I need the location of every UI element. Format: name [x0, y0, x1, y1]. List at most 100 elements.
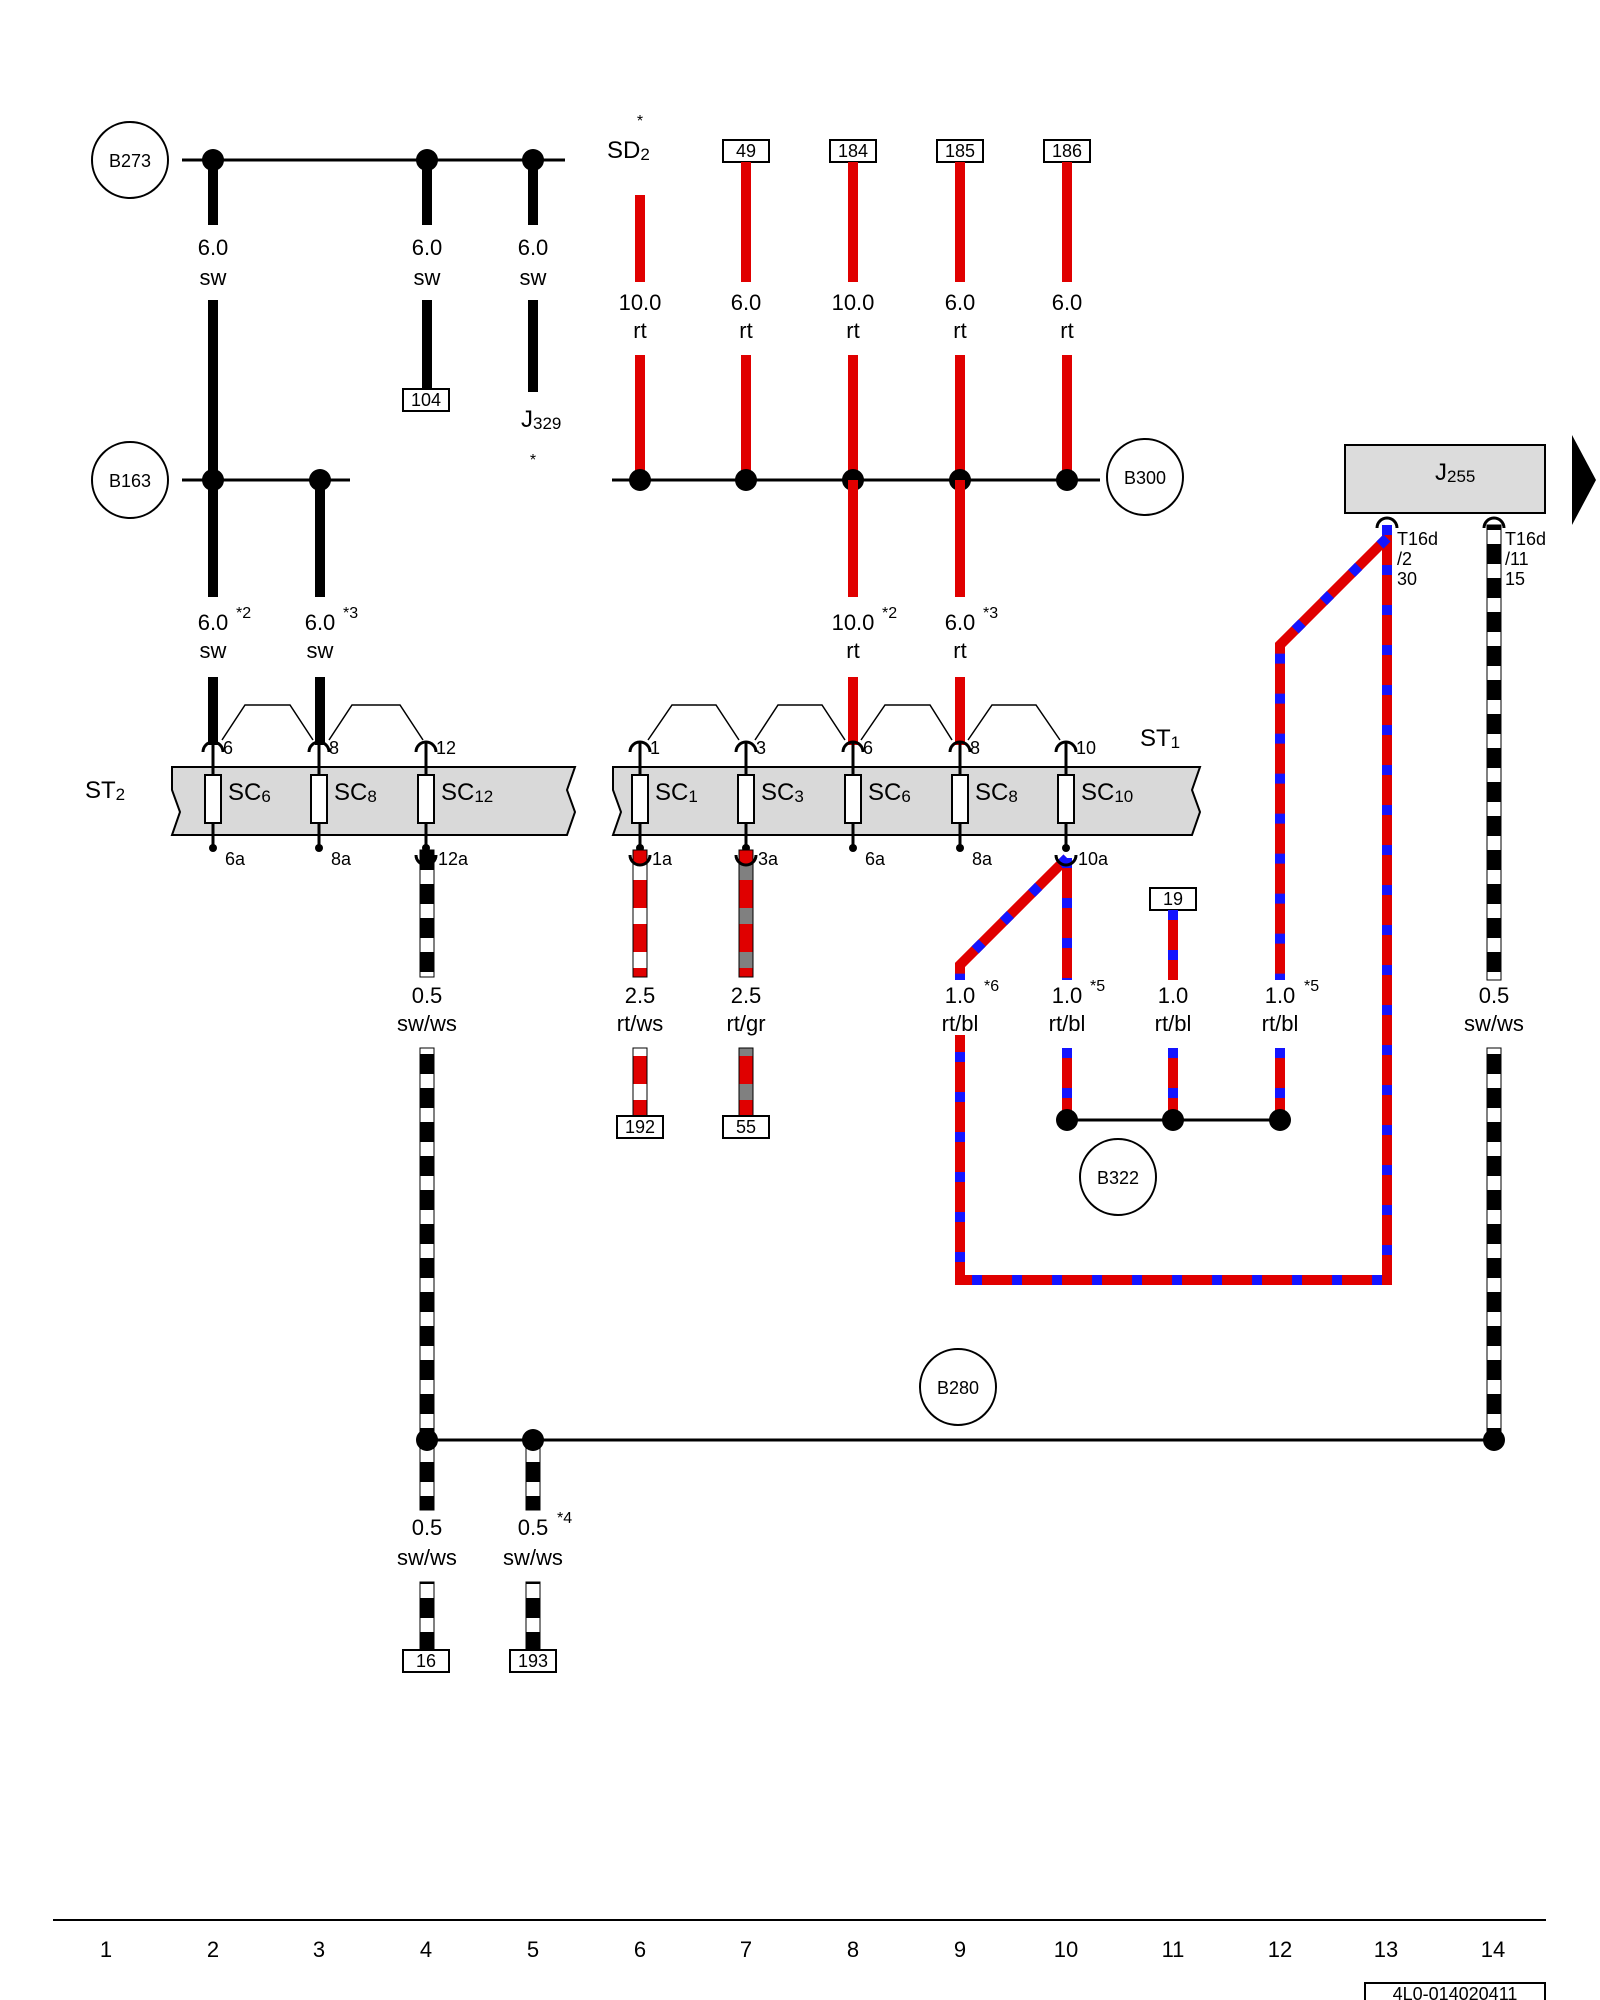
j255-label: J255 — [1435, 459, 1475, 486]
wire-w12-size: 6.0 — [945, 610, 976, 635]
b300-node-5 — [1056, 469, 1078, 491]
ref-box-55 — [722, 1115, 770, 1139]
wire-swws-col14-a — [1486, 524, 1502, 981]
wire-w21-color: sw/ws — [397, 1545, 457, 1570]
b273-node-2 — [416, 149, 438, 171]
wire-w22-size: 0.5 — [518, 1515, 549, 1540]
b300-node-2 — [735, 469, 757, 491]
fuse-label-main: SC — [334, 779, 367, 806]
fuse-terminal-bottom: 6a — [225, 849, 246, 869]
fuse-terminal-bottom: 12a — [438, 849, 469, 869]
fuse-symbol — [844, 774, 862, 824]
fuse-symbol — [204, 774, 222, 824]
ref-box-186-label: 186 — [1052, 141, 1082, 161]
j329-star: * — [530, 452, 536, 469]
fuse-label-main: SC — [1081, 779, 1114, 806]
wire-w18-color: rt/bl — [1155, 1011, 1192, 1036]
fuse-terminal-bottom: 6a — [865, 849, 886, 869]
wire-w9-size: 6.0 — [198, 610, 229, 635]
wire-w19-size: 1.0 — [1265, 983, 1296, 1008]
ref-box-16 — [402, 1649, 450, 1673]
wire-w11-size: 10.0 — [832, 610, 875, 635]
st2-bridges — [221, 704, 424, 741]
fuse-symbol — [951, 774, 969, 824]
wire-w11-note: *2 — [882, 605, 897, 622]
st1-label: ST1 — [1140, 725, 1180, 752]
fuse-label: SC8 — [334, 779, 377, 806]
fuse-terminal-top: 6 — [223, 738, 233, 758]
wire-w9-note: *2 — [236, 605, 251, 622]
t16d-b-line1: T16d — [1505, 529, 1546, 549]
fuse-label-sub: 10 — [1114, 787, 1133, 806]
reference-code-box — [1364, 1982, 1546, 2000]
wire-rtbl-col12 — [1275, 534, 1391, 980]
wire-w5-size: 6.0 — [731, 290, 762, 315]
column-number: 9 — [954, 1937, 966, 1962]
fuse-label-sub: 8 — [367, 787, 376, 806]
wire-w2-size: 6.0 — [412, 235, 443, 260]
fuse-label-sub: 6 — [901, 787, 910, 806]
ref-box-104 — [402, 388, 450, 412]
fuse-bottom-node — [1062, 844, 1070, 852]
wire-rtgr-col7-b — [738, 1047, 754, 1117]
t16d-a-line1: T16d — [1397, 529, 1438, 549]
wire-rtbl-col13 — [955, 525, 1392, 1285]
j255-pin-15-icon — [1482, 516, 1506, 529]
ref-box-49-label: 49 — [736, 141, 756, 161]
column-number: 2 — [207, 1937, 219, 1962]
column-number: 10 — [1054, 1937, 1078, 1962]
wire-w11-color: rt — [846, 638, 859, 663]
fuse-bottom-node — [956, 844, 964, 852]
wire-w14-color: rt/ws — [617, 1011, 663, 1036]
b322-circle — [1079, 1138, 1157, 1216]
b163-circle — [91, 441, 169, 519]
b322-node-3 — [1269, 1109, 1291, 1131]
fuse-terminal-bottom: 10a — [1078, 849, 1109, 869]
wire-w17-note: *5 — [1090, 978, 1105, 995]
b280-label: B280 — [937, 1378, 979, 1398]
ref-box-193 — [509, 1649, 557, 1673]
wire-w10-color: sw — [307, 638, 334, 663]
wire-w7-color: rt — [953, 318, 966, 343]
b273-node-1 — [202, 149, 224, 171]
column-number: 11 — [1162, 1937, 1185, 1962]
wire-w8-size: 6.0 — [1052, 290, 1083, 315]
fuse-label-main: SC — [975, 779, 1008, 806]
wire-w13-size: 0.5 — [412, 983, 443, 1008]
st1-bridges — [647, 704, 1061, 741]
b300-label: B300 — [1124, 468, 1166, 488]
wire-w8-color: rt — [1060, 318, 1073, 343]
fuse-label-sub: 12 — [474, 787, 493, 806]
fuse-label-main: SC — [761, 779, 794, 806]
fuse-label-sub: 3 — [794, 787, 803, 806]
ref-box-185-label: 185 — [945, 141, 975, 161]
fuse-terminal-top: 6 — [863, 738, 873, 758]
wire-w1-color: sw — [200, 265, 227, 290]
fuse-label: SC6 — [868, 779, 911, 806]
wire-w7-size: 6.0 — [945, 290, 976, 315]
wire-w15-color: rt/gr — [726, 1011, 765, 1036]
wire-swws-col4-d — [419, 1581, 435, 1653]
fuse-terminal-top: 3 — [756, 738, 766, 758]
sd2-label: SD2 — [607, 137, 650, 164]
wire-rtgr-col7-a — [738, 849, 754, 978]
sd-star: * — [637, 113, 643, 130]
connector-icon — [1054, 854, 1078, 867]
wire-w6-size: 10.0 — [832, 290, 875, 315]
wire-w18-size: 1.0 — [1158, 983, 1189, 1008]
b163-node-1 — [202, 469, 224, 491]
b273-node-3 — [522, 149, 544, 171]
wire-swws-col4-a — [419, 849, 435, 978]
wire-w16-size: 1.0 — [945, 983, 976, 1008]
fuse-terminal-top: 1 — [650, 738, 660, 758]
fuse-label-main: SC — [441, 779, 474, 806]
fuse-terminal-bottom: 1a — [652, 849, 673, 869]
fuse-label: SC3 — [761, 779, 804, 806]
fuse-bottom-node — [849, 844, 857, 852]
